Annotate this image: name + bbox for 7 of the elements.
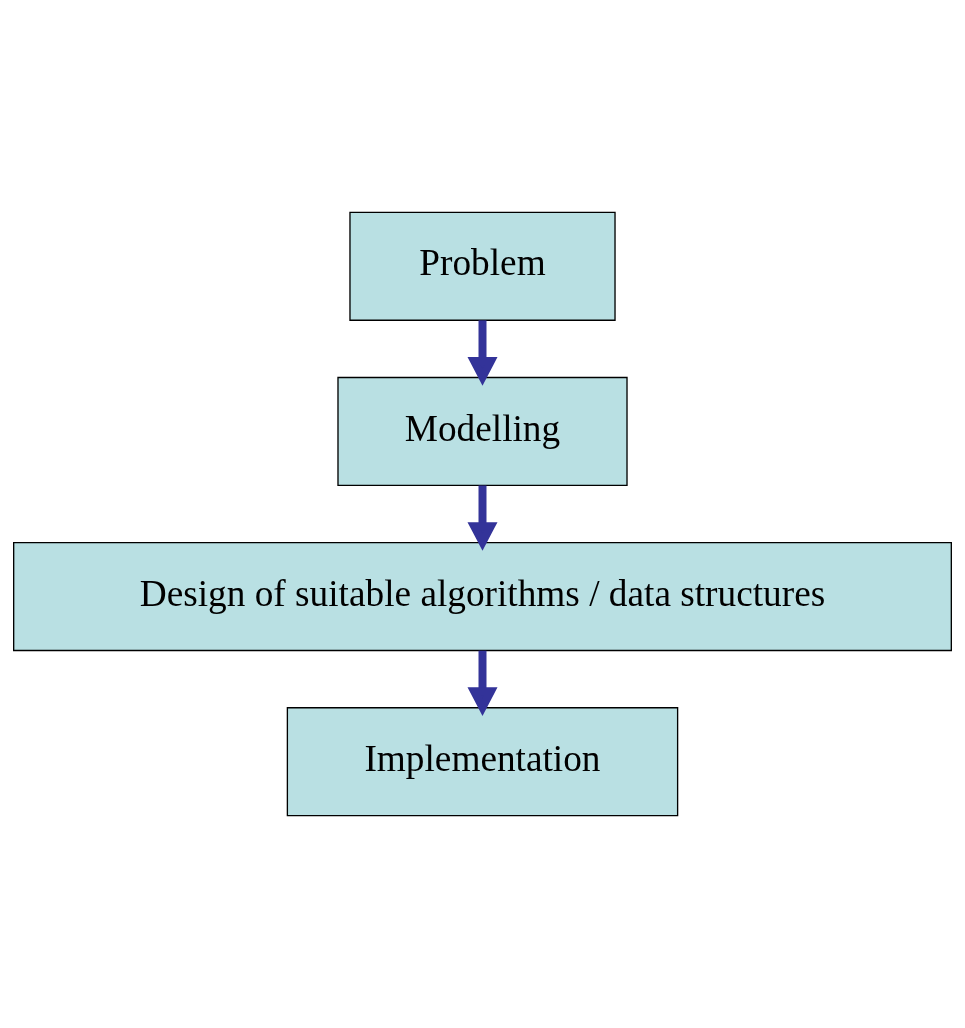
node-box: Implementation [286,707,679,817]
node-box: Modelling [337,376,628,487]
arrow [467,485,498,551]
arrow [467,320,498,386]
node-box: Problem [349,211,616,321]
arrow [467,650,498,716]
node-box: Design of suitable algorithms / data structures [13,541,952,652]
